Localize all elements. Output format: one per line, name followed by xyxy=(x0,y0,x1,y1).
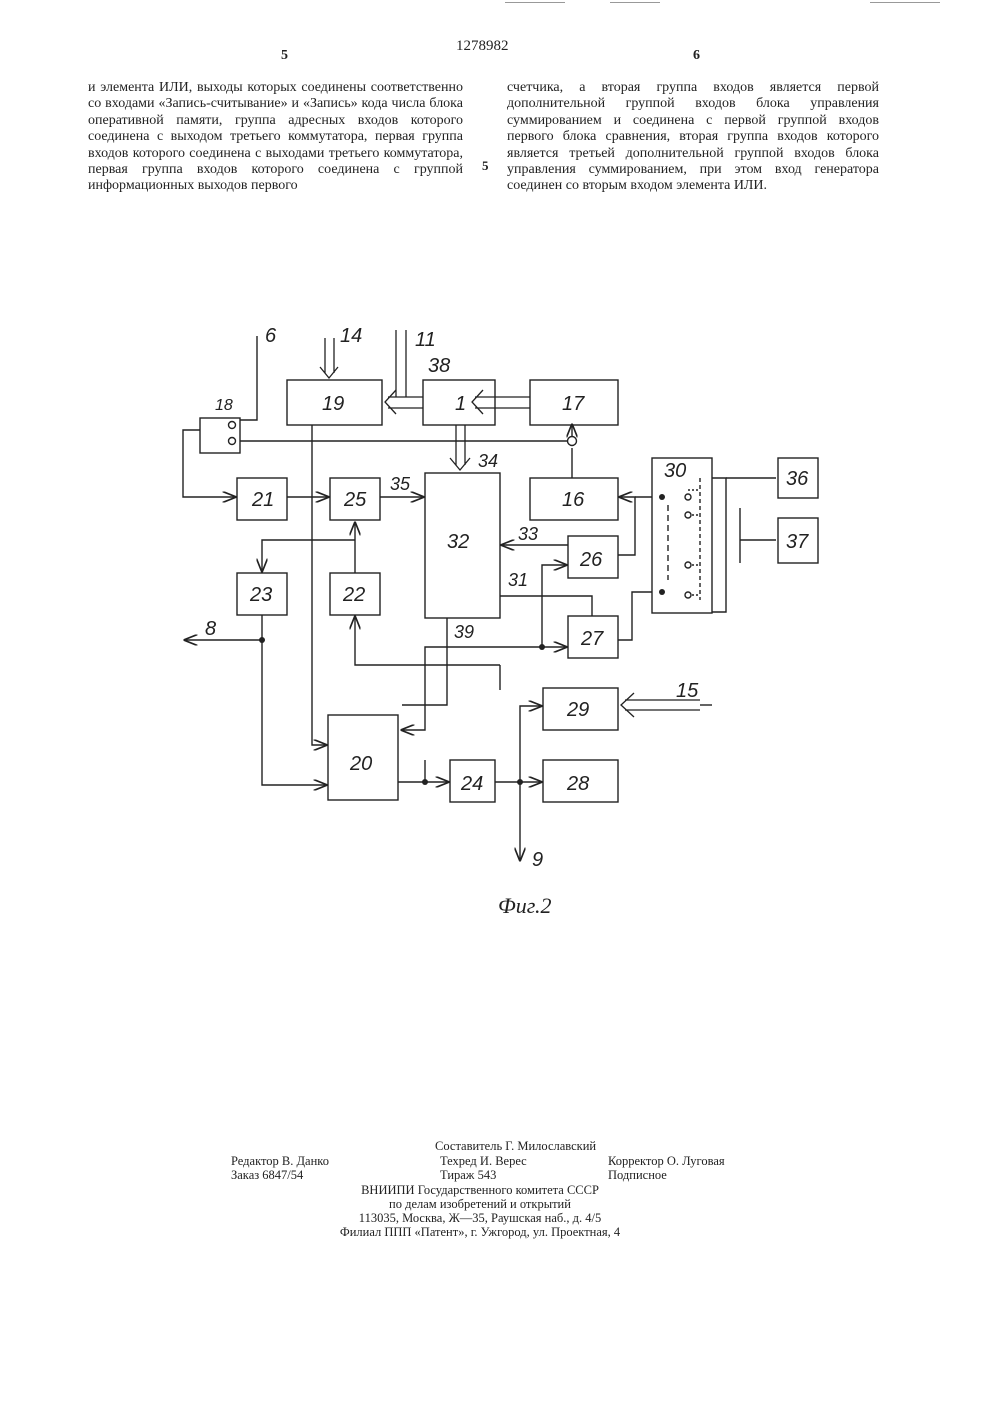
bus-arrows xyxy=(320,330,700,717)
block-label-16: 16 xyxy=(562,489,585,511)
connection-label-9: 9 xyxy=(532,849,543,871)
connection-label-31: 31 xyxy=(508,570,528,590)
imprint-subscription: Подписное xyxy=(608,1168,667,1182)
block-label-30: 30 xyxy=(664,460,686,482)
block-label-22: 22 xyxy=(342,584,365,606)
right-column-text: счетчика, а вторая группа входов являетс… xyxy=(507,80,879,195)
connection-label-33: 33 xyxy=(518,524,538,544)
block-label-25: 25 xyxy=(343,489,367,511)
block-label-20: 20 xyxy=(349,753,372,775)
block-diagram: 19 1 17 38 18 21 25 32 16 30 36 37 26 23… xyxy=(0,300,1000,940)
scan-artifact-line xyxy=(610,2,660,3)
connection-label-34: 34 xyxy=(478,451,498,471)
figure-caption: Фиг.2 xyxy=(498,893,552,919)
block-label-37: 37 xyxy=(786,531,809,553)
connection-label-35: 35 xyxy=(390,474,411,494)
line-number-marker: 5 xyxy=(482,158,489,174)
connection-label-39: 39 xyxy=(454,622,474,642)
imprint-composer: Составитель Г. Милославский xyxy=(435,1139,596,1153)
connection-label-6: 6 xyxy=(265,325,277,347)
connection-label-8: 8 xyxy=(205,618,216,640)
block-label-36: 36 xyxy=(786,468,809,490)
scan-artifact-line xyxy=(505,2,565,3)
block-label-29: 29 xyxy=(566,699,589,721)
connection-label-11: 11 xyxy=(415,329,436,351)
block-label-32: 32 xyxy=(447,531,469,553)
imprint-organization: ВНИИПИ Государственного комитета СССР xyxy=(230,1183,730,1197)
block-label-19: 19 xyxy=(322,393,344,415)
imprint-circulation: Тираж 543 xyxy=(440,1168,496,1182)
block-label-27: 27 xyxy=(580,628,604,650)
imprint-editor: Редактор В. Данко xyxy=(231,1154,329,1168)
block-label-18: 18 xyxy=(215,397,233,414)
scan-artifact-line xyxy=(870,2,940,3)
imprint-techred: Техред И. Верес xyxy=(440,1154,527,1168)
or-symbol-label: 1 xyxy=(455,393,466,415)
connection-label-15: 15 xyxy=(676,680,699,702)
imprint-organization-sub: по делам изобретений и открытий xyxy=(230,1197,730,1211)
left-text-column: и элемента ИЛИ, выходы которых соединены… xyxy=(88,80,463,195)
patent-number: 1278982 xyxy=(456,38,509,55)
page-number-left: 5 xyxy=(281,48,288,64)
block-label-38: 38 xyxy=(428,355,450,377)
left-column-text: и элемента ИЛИ, выходы которых соединены… xyxy=(88,80,463,195)
imprint-address: 113035, Москва, Ж—35, Раушская наб., д. … xyxy=(230,1211,730,1225)
block-label-26: 26 xyxy=(579,549,603,571)
imprint-order: Заказ 6847/54 xyxy=(231,1168,303,1182)
block-label-21: 21 xyxy=(251,489,274,511)
block-label-28: 28 xyxy=(566,773,589,795)
imprint-branch: Филиал ППП «Патент», г. Ужгород, ул. Про… xyxy=(230,1225,730,1239)
imprint-corrector: Корректор О. Луговая xyxy=(608,1154,725,1168)
page-number-right: 6 xyxy=(693,48,700,64)
right-text-column: счетчика, а вторая группа входов являетс… xyxy=(507,80,879,195)
block-label-24: 24 xyxy=(460,773,483,795)
terminal-circles xyxy=(229,422,692,599)
connection-label-14: 14 xyxy=(340,325,362,347)
block-label-17: 17 xyxy=(562,393,585,415)
block-label-23: 23 xyxy=(249,584,272,606)
